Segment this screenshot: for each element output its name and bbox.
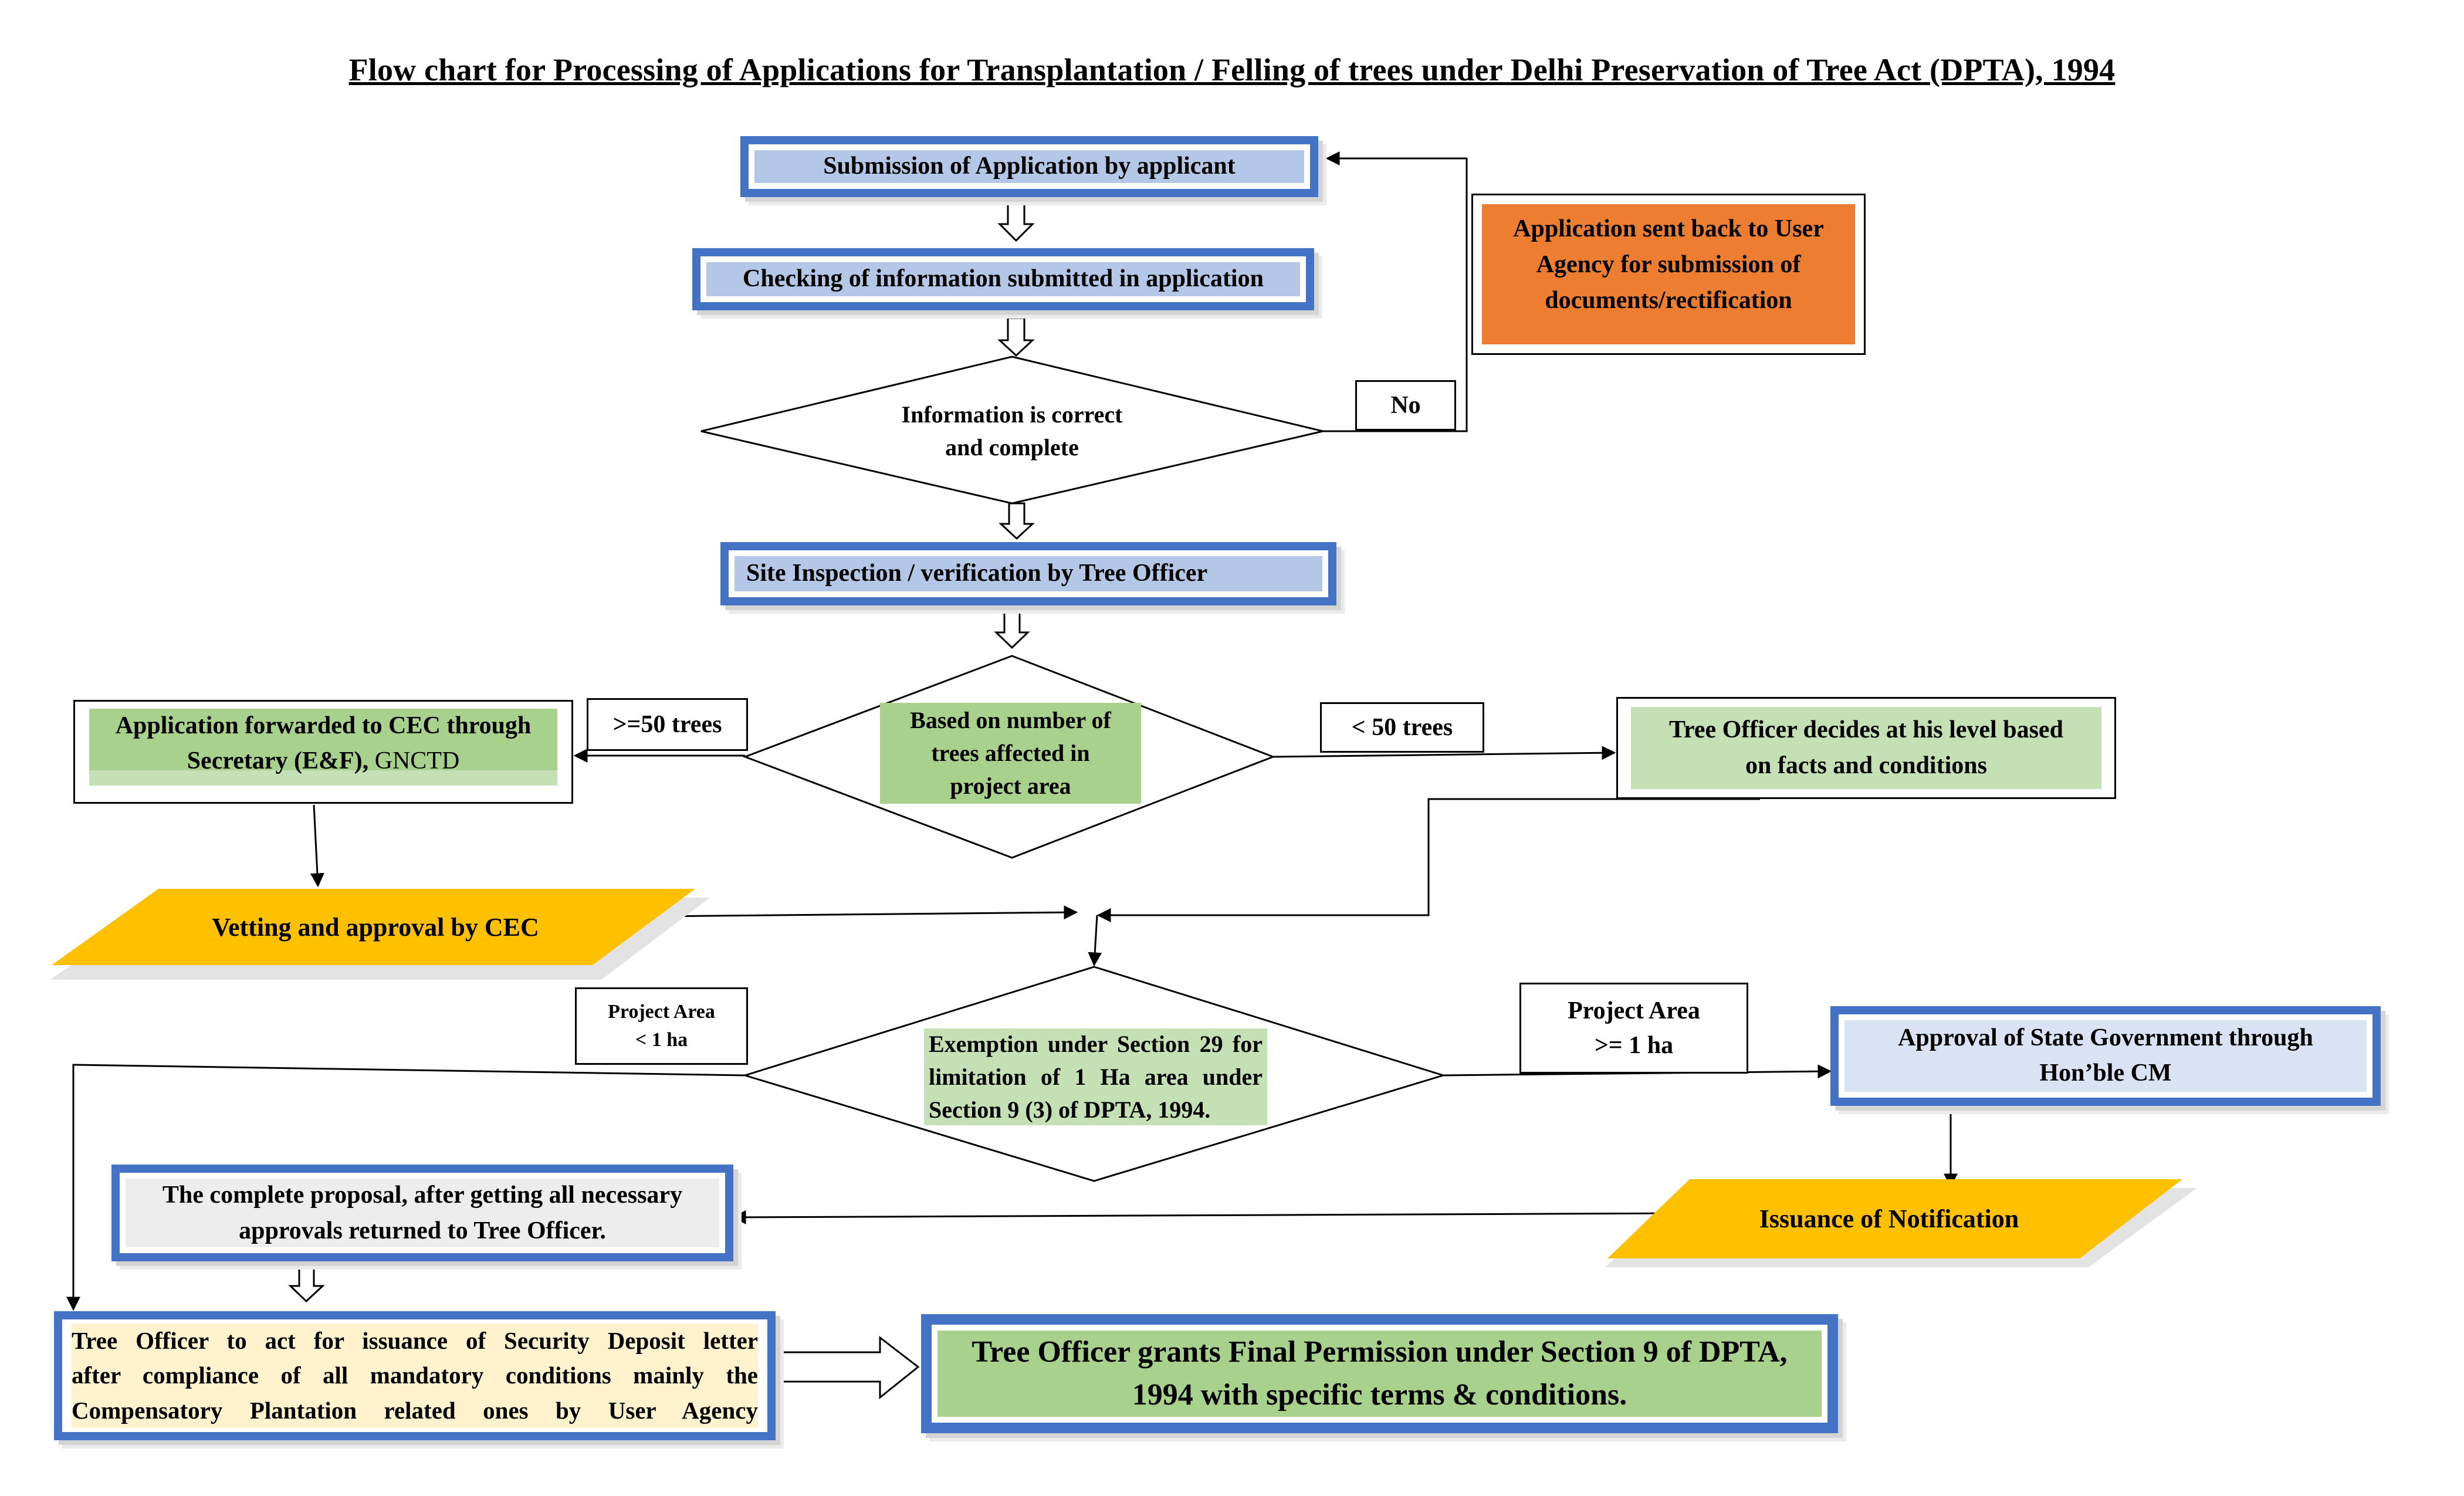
state-approval-line-1: Approval of State Government through xyxy=(1898,1024,2313,1052)
info-decision-line-2: and complete xyxy=(945,434,1079,461)
vetting-label: Vetting and approval by CEC xyxy=(212,912,539,942)
state-approval-box: Approval of State Government through Hon… xyxy=(1830,1006,2381,1106)
sent-back-line-1: Application sent back to User xyxy=(1513,215,1824,242)
cec-forward-line-1: Application forwarded to CEC through xyxy=(115,712,532,739)
vetting-to-junction-connector xyxy=(654,905,1078,920)
final-permission-fill: Tree Officer grants Final Permission und… xyxy=(937,1331,1822,1417)
area-lt-connector xyxy=(66,1064,746,1311)
no-branch-connector xyxy=(1323,151,1468,432)
exemption-line-1: Exemption under Section 29 for xyxy=(929,1030,1263,1057)
sent-back-fill: Application sent back to User Agency for… xyxy=(1482,204,1855,344)
vetting-parallelogram xyxy=(52,889,695,965)
trees-decision-text: Based on number of trees affected in pro… xyxy=(880,703,1141,804)
complete-proposal-fill: The complete proposal, after getting all… xyxy=(126,1179,719,1247)
sent-back-line-2: Agency for submission of xyxy=(1536,251,1801,278)
sent-back-box: Application sent back to User Agency for… xyxy=(1471,194,1866,355)
exemption-line-2: limitation of 1 Ha area under xyxy=(929,1063,1263,1090)
complete-proposal-box: The complete proposal, after getting all… xyxy=(111,1165,733,1261)
tree-officer-decides-line-1: Tree Officer decides at his level based xyxy=(1669,716,2063,744)
state-approval-fill: Approval of State Government through Hon… xyxy=(1844,1020,2367,1092)
area-ge-label: Project Area >= 1 ha xyxy=(1519,983,1748,1074)
page-title: Flow chart for Processing of Application… xyxy=(348,52,2116,87)
final-permission-line-2: 1994 with specific terms & conditions. xyxy=(1132,1377,1627,1412)
info-decision-line-1: Information is correct xyxy=(901,401,1123,428)
tree-officer-decides-box: Tree Officer decides at his level based … xyxy=(1616,697,2116,799)
area-lt-line-2: < 1 ha xyxy=(635,1029,688,1051)
submission-box: Submission of Application by applicant xyxy=(740,136,1318,197)
info-decision-text: Information is correct and complete xyxy=(833,399,1191,463)
final-permission-line-1: Tree Officer grants Final Permission und… xyxy=(972,1335,1788,1369)
complete-proposal-line-1: The complete proposal, after getting all… xyxy=(162,1181,683,1209)
cec-forward-secretary: Secretary (E&F), xyxy=(187,747,369,774)
sent-back-line-3: documents/rectification xyxy=(1545,286,1792,314)
junction-to-exemption-connector xyxy=(1088,915,1102,967)
site-inspection-label: Site Inspection / verification by Tree O… xyxy=(735,556,1322,591)
cec-forward-line-2: Secretary (E&F), GNCTD xyxy=(89,744,557,779)
security-deposit-fill: Tree Officer to act for issuance of Secu… xyxy=(72,1323,758,1429)
hollow-down-arrow-1 xyxy=(997,201,1035,242)
security-deposit-line-1: Tree Officer to act for issuance of Secu… xyxy=(72,1326,758,1354)
checking-label: Checking of information submitted in app… xyxy=(706,262,1300,296)
state-approval-line-2: Hon’ble CM xyxy=(2039,1060,2172,1087)
final-permission-box: Tree Officer grants Final Permission und… xyxy=(921,1314,1838,1433)
area-lt-line-1: Project Area xyxy=(608,1001,715,1023)
tree-officer-decides-line-2: on facts and conditions xyxy=(1745,752,1987,779)
cec-forward-fill: Application forwarded to CEC through Sec… xyxy=(89,709,557,786)
cec-forward-box: Application forwarded to CEC through Sec… xyxy=(73,700,573,804)
trees-decision-line-1: Based on number of xyxy=(910,707,1111,733)
security-deposit-line-3: Compensatory Plantation related ones by … xyxy=(72,1396,758,1424)
hollow-down-arrow-4 xyxy=(994,609,1030,649)
security-deposit-line-2: after compliance of all mandatory condit… xyxy=(72,1362,758,1389)
lt50-connector xyxy=(1272,746,1616,760)
security-deposit-box: Tree Officer to act for issuance of Secu… xyxy=(54,1311,776,1440)
exemption-line-3: Section 9 (3) of DPTA, 1994. xyxy=(929,1096,1211,1123)
no-label: No xyxy=(1355,380,1456,431)
submission-label: Submission of Application by applicant xyxy=(754,150,1304,183)
ge50-label: >=50 trees xyxy=(587,698,748,751)
hollow-down-arrow-5 xyxy=(288,1263,325,1303)
exemption-decision-text: Exemption under Section 29 for limitatio… xyxy=(924,1028,1267,1125)
notification-to-proposal-connector xyxy=(732,1210,1689,1224)
hollow-right-arrow xyxy=(774,1335,920,1400)
hollow-down-arrow-2 xyxy=(997,317,1035,357)
trees-decision-line-2: trees affected in xyxy=(931,740,1090,766)
tree-officer-decides-fill: Tree Officer decides at his level based … xyxy=(1631,707,2101,789)
complete-proposal-line-2: approvals returned to Tree Officer. xyxy=(239,1217,606,1244)
lt50-label: < 50 trees xyxy=(1320,702,1484,753)
notification-label: Issuance of Notification xyxy=(1759,1204,2019,1233)
trees-decision-line-3: project area xyxy=(950,773,1071,799)
decides-to-junction-connector xyxy=(1096,798,1760,922)
site-inspection-box: Site Inspection / verification by Tree O… xyxy=(720,542,1336,605)
area-ge-line-1: Project Area xyxy=(1568,997,1700,1024)
area-lt-label: Project Area < 1 ha xyxy=(575,987,748,1065)
area-ge-line-2: >= 1 ha xyxy=(1594,1031,1674,1059)
hollow-down-arrow-3 xyxy=(999,502,1035,540)
notification-parallelogram xyxy=(1607,1179,2182,1258)
cec-to-vetting-connector xyxy=(310,804,324,888)
checking-box: Checking of information submitted in app… xyxy=(692,248,1314,310)
cec-forward-gnctd: GNCTD xyxy=(368,747,460,774)
